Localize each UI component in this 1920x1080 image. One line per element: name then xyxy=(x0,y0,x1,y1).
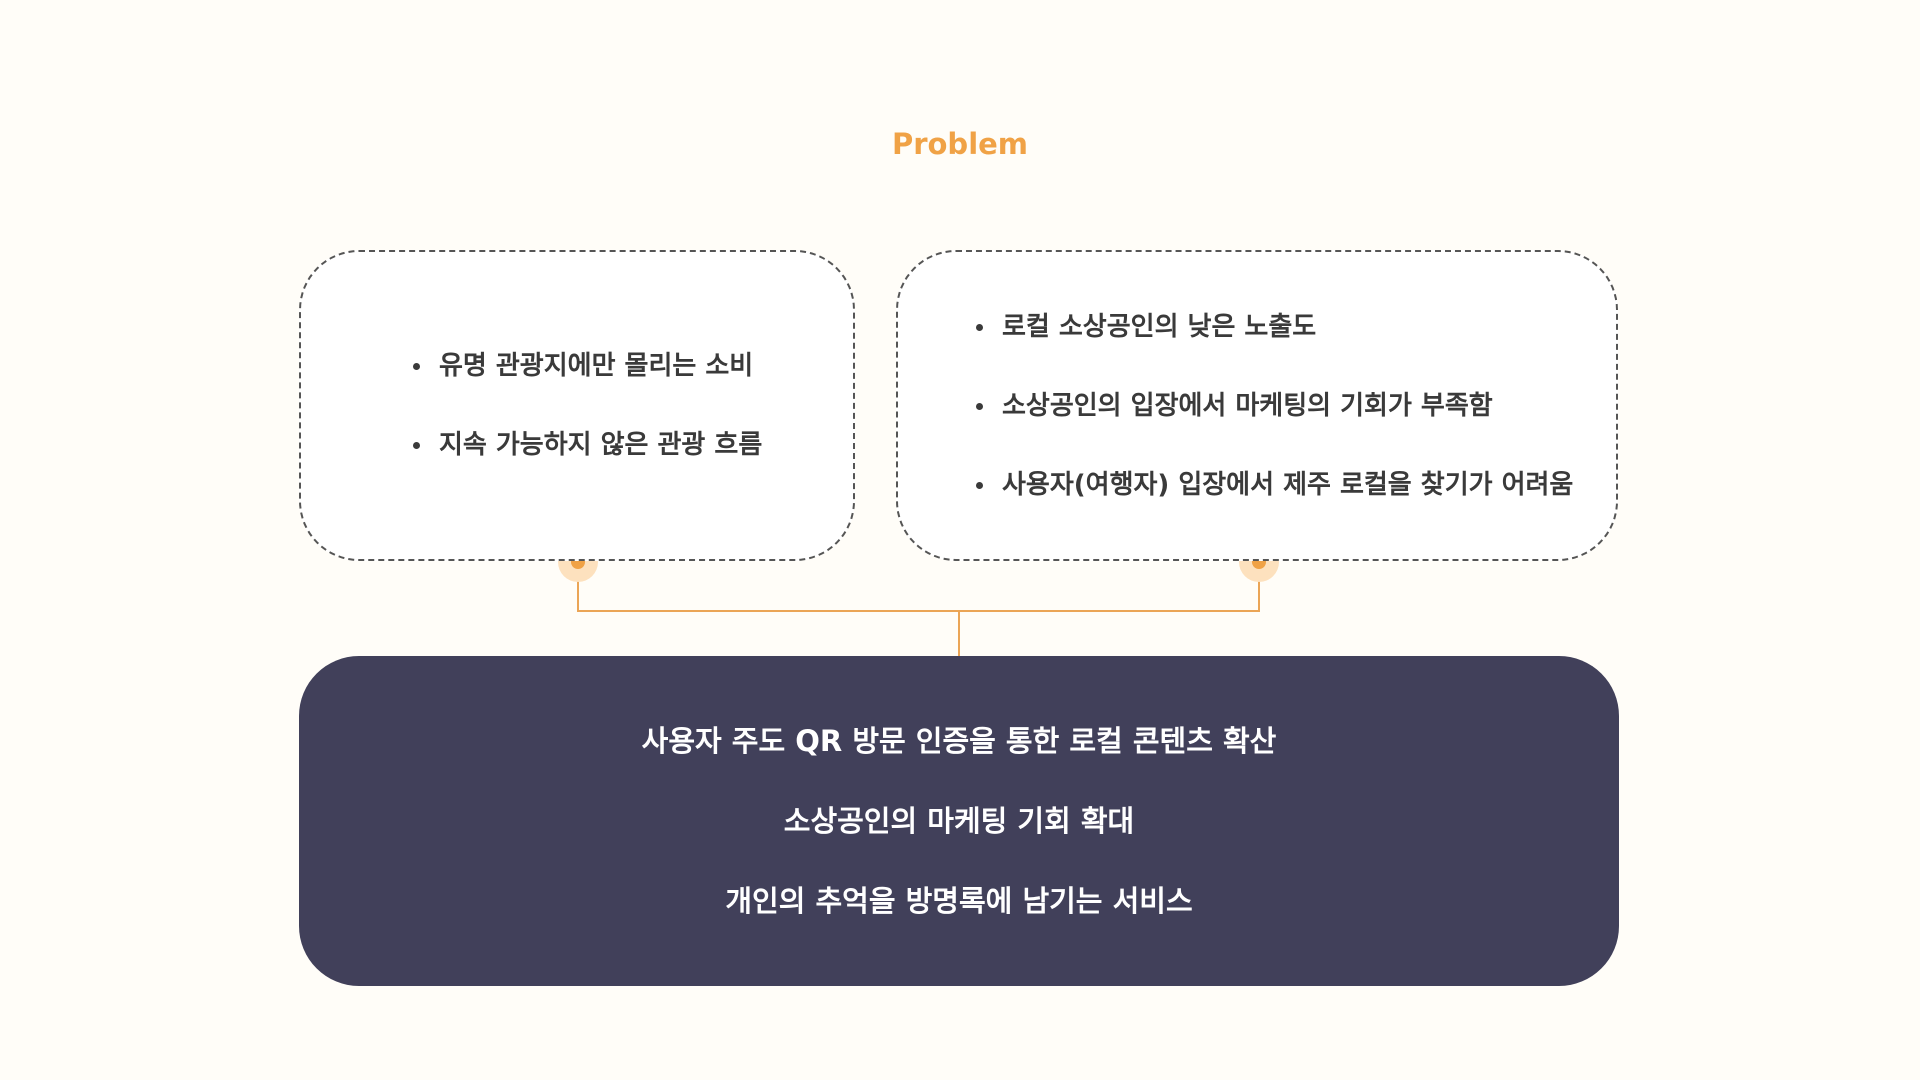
problem-item: 사용자(여행자) 입장에서 제주 로컬을 찾기가 어려움 xyxy=(976,468,1616,502)
problem-item: 유명 관광지에만 몰리는 소비 xyxy=(413,349,853,383)
problem-list-right: 로컬 소상공인의 낮은 노출도 소상공인의 입장에서 마케팅의 기회가 부족함 … xyxy=(976,310,1616,502)
solution-box: 사용자 주도 QR 방문 인증을 통한 로컬 콘텐츠 확산 소상공인의 마케팅 … xyxy=(299,656,1619,986)
problem-item: 지속 가능하지 않은 관광 흐름 xyxy=(413,428,853,462)
solution-line: 사용자 주도 QR 방문 인증을 통한 로컬 콘텐츠 확산 xyxy=(641,724,1277,758)
problem-box-right: 로컬 소상공인의 낮은 노출도 소상공인의 입장에서 마케팅의 기회가 부족함 … xyxy=(896,250,1618,561)
problem-list-left: 유명 관광지에만 몰리는 소비 지속 가능하지 않은 관광 흐름 xyxy=(413,349,853,462)
solution-line: 개인의 추억을 방명록에 남기는 서비스 xyxy=(725,884,1193,918)
connector-path xyxy=(577,562,1260,656)
problem-item: 로컬 소상공인의 낮은 노출도 xyxy=(976,310,1616,344)
problem-item: 소상공인의 입장에서 마케팅의 기회가 부족함 xyxy=(976,389,1616,423)
section-title: Problem xyxy=(891,127,1029,161)
solution-line: 소상공인의 마케팅 기회 확대 xyxy=(783,804,1135,838)
problem-box-left: 유명 관광지에만 몰리는 소비 지속 가능하지 않은 관광 흐름 xyxy=(299,250,855,561)
